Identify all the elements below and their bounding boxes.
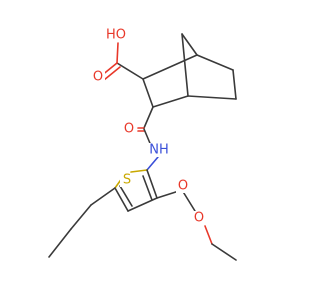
ester-carbonyl-oxygen-label: O (178, 179, 188, 194)
label-bg-ester-ether-o (192, 211, 206, 225)
label-bg-amide-nh (147, 143, 171, 157)
bond-ch2-ch3 (211, 243, 237, 261)
molecule-structure-diagram: HO O O NH S O O (48, 28, 237, 261)
bond-n-thiophene (146, 156, 159, 171)
bond-c2-c3-thio (146, 169, 158, 199)
norbornane-bonds (142, 33, 237, 108)
bond-c3-camide (143, 106, 154, 129)
hydroxyl-label: HO (106, 28, 126, 43)
bond-c4-c5-thio-double (119, 185, 133, 207)
bond-c6-c1 (196, 54, 234, 71)
amide-group (137, 106, 159, 171)
bond-oether-ch2 (204, 225, 213, 245)
bond-propyl-c1-c2 (70, 204, 92, 230)
bond-thio-propyl-c1 (90, 187, 116, 206)
amide-oxygen-label: O (124, 122, 134, 137)
bond-s-c2 (130, 169, 148, 173)
label-bg-amide-o (122, 122, 136, 136)
bond-c2-c3 (142, 78, 154, 108)
label-bg-ester-carbonyl-o (176, 179, 190, 193)
bond-c2-c3-thio-double (142, 175, 153, 201)
ester-ether-oxygen-label: O (194, 211, 204, 226)
bond-c4-c5 (187, 95, 237, 100)
propyl-group (48, 187, 116, 258)
bond-c3-c4-thio (127, 197, 158, 212)
carboxyl-oxygen-label: O (93, 70, 103, 85)
thiophene-ring (114, 169, 158, 212)
bond-propyl-c2-c3 (48, 228, 72, 258)
label-bg-thiophene-s (120, 173, 134, 187)
bond-c4-c5-thio (114, 187, 129, 212)
thiophene-sulfur-label: S (123, 173, 131, 188)
bond-c1-c2 (142, 54, 198, 80)
bond-c1-c7 (181, 33, 198, 56)
bond-c3-c4 (152, 95, 189, 108)
bond-cacid-oh (116, 42, 119, 64)
amide-nh-label: NH (149, 143, 169, 158)
label-bg-hydroxyl (104, 28, 128, 42)
bond-c5-c6 (232, 69, 237, 100)
atom-labels: HO O O NH S O O (91, 28, 206, 226)
bond-cacid-o-double-b (103, 66, 121, 81)
bond-c2-cacid (116, 62, 144, 80)
bond-cester-oether (181, 189, 196, 212)
bond-c7-c4 (181, 33, 189, 97)
carboxylic-acid-group (100, 42, 144, 81)
label-bg-carboxyl-o (91, 70, 105, 84)
